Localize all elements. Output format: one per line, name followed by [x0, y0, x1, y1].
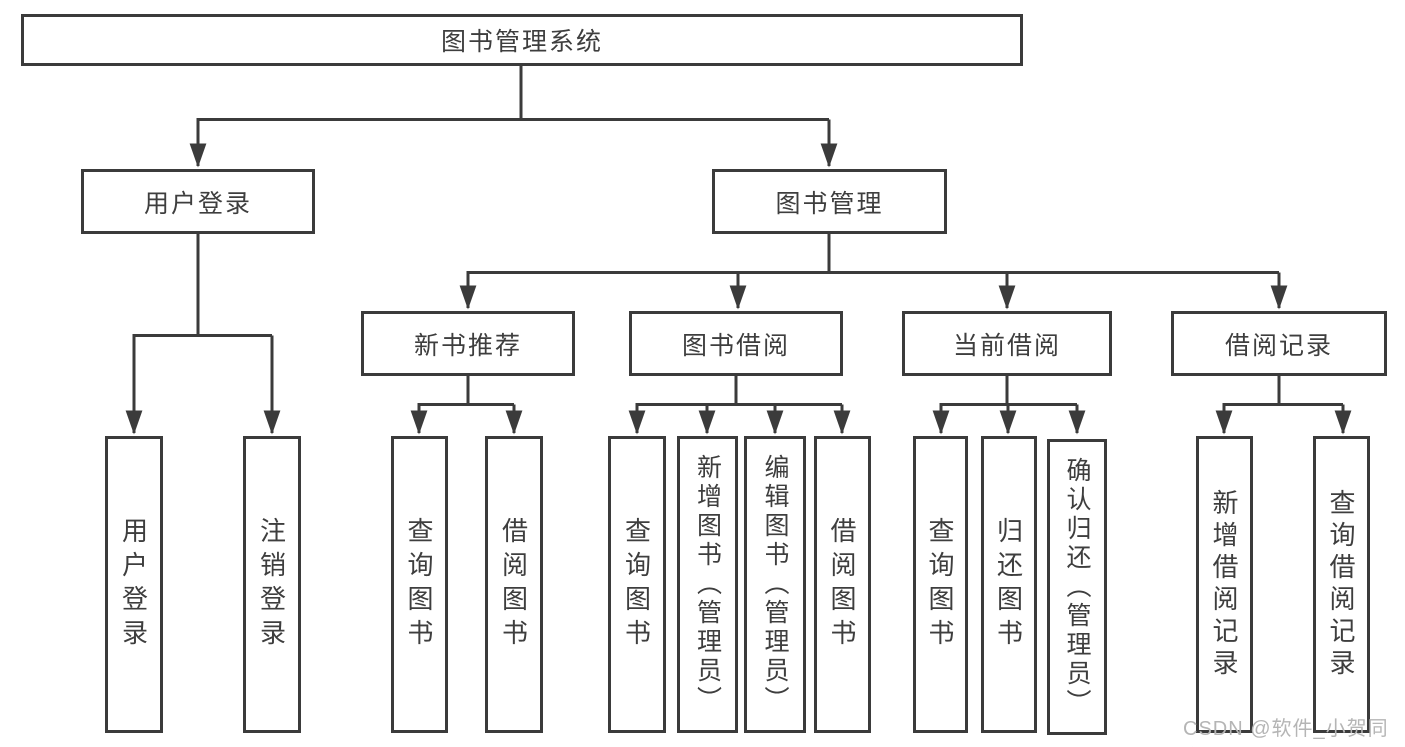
- csdn-watermark: CSDN @软件_小贺同学: [1183, 718, 1389, 740]
- node-user-login-leaf: 用户登录: [105, 436, 163, 733]
- node-add-books-admin: 新增图书（管理员）: [677, 436, 738, 733]
- node-current-borrow: 当前借阅: [902, 311, 1112, 376]
- node-edit-books-admin: 编辑图书（管理员）: [744, 436, 806, 733]
- node-add-borrow-record: 新增借阅记录: [1196, 436, 1253, 733]
- node-book-borrow: 图书借阅: [629, 311, 843, 376]
- node-return-books: 归还图书: [981, 436, 1037, 733]
- node-query-books-borrow: 查询图书: [608, 436, 666, 733]
- node-user-login: 用户登录: [81, 169, 315, 234]
- node-query-books-recommend: 查询图书: [391, 436, 448, 733]
- node-system-root: 图书管理系统: [21, 14, 1023, 66]
- node-borrow-books-leaf: 借阅图书: [814, 436, 871, 733]
- node-query-borrow-record: 查询借阅记录: [1313, 436, 1370, 733]
- node-new-book-recommend: 新书推荐: [361, 311, 575, 376]
- node-logout: 注销登录: [243, 436, 301, 733]
- node-confirm-return-admin: 确认归还（管理员）: [1047, 439, 1107, 735]
- node-borrow-records: 借阅记录: [1171, 311, 1387, 376]
- node-query-books-current: 查询图书: [913, 436, 968, 733]
- node-borrow-books-recommend: 借阅图书: [485, 436, 543, 733]
- node-book-management: 图书管理: [712, 169, 947, 234]
